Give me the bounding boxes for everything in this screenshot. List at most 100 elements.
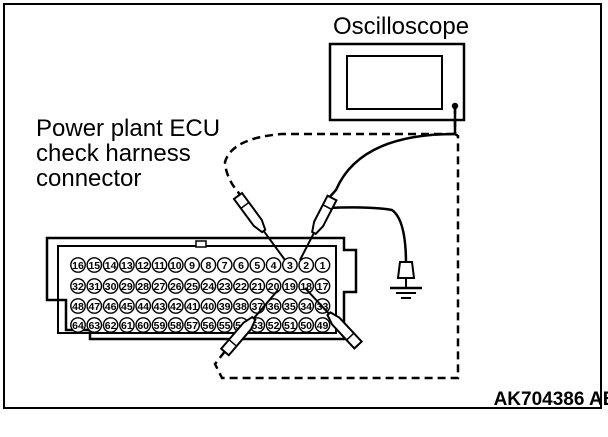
connector-pin-52: 52	[265, 317, 282, 333]
connector-pin-1: 1	[314, 257, 331, 273]
connector-pin-label: 2	[303, 260, 309, 272]
connector-pin-label: 3	[287, 260, 293, 272]
ground-wire	[326, 206, 408, 265]
probe-lower-left	[219, 289, 279, 357]
connector-pin-label: 17	[317, 281, 329, 293]
connector-pin-57: 57	[184, 317, 201, 333]
connector-pin-8: 8	[200, 257, 217, 273]
connector-pin-27: 27	[151, 278, 168, 294]
connector-pin-10: 10	[167, 257, 184, 273]
connector-pin-46: 46	[102, 298, 119, 314]
svg-text:Power plant ECU: Power plant ECU	[36, 115, 220, 142]
connector-pin-label: 10	[170, 260, 182, 272]
connector-pin-label: 39	[219, 301, 231, 313]
connector-pin-24: 24	[200, 278, 217, 294]
connector-pin-label: 52	[268, 320, 280, 332]
connector-pin-16: 16	[70, 257, 86, 273]
connector-pin-32: 32	[70, 278, 86, 294]
connector-pin-41: 41	[184, 298, 201, 314]
connector-pin-label: 15	[88, 260, 100, 272]
connector-pin-26: 26	[167, 278, 184, 294]
connector-pin-label: 41	[186, 301, 198, 313]
connector-pin-7: 7	[216, 257, 233, 273]
oscilloscope-label: Oscilloscope	[333, 13, 469, 40]
connector-pin-62: 62	[102, 317, 119, 333]
connector-pin-label: 57	[186, 320, 198, 332]
connector-pin-44: 44	[135, 298, 152, 314]
connector-pin-56: 56	[200, 317, 217, 333]
connector-pin-12: 12	[135, 257, 152, 273]
connector-pin-label: 60	[137, 320, 149, 332]
connector-pin-5: 5	[249, 257, 266, 273]
connector-pin-59: 59	[151, 317, 168, 333]
connector-pin-label: 42	[170, 301, 182, 313]
connector-pin-label: 34	[300, 301, 312, 313]
connector-pin-38: 38	[233, 298, 249, 314]
connector-pin-label: 19	[284, 281, 296, 293]
ground-symbol-icon	[390, 286, 422, 299]
connector-pin-label: 55	[219, 320, 231, 332]
connector-pin-label: 64	[72, 320, 84, 332]
connector-pin-label: 24	[203, 281, 215, 293]
connector-pin-14: 14	[102, 257, 119, 273]
probe-lower-right	[304, 287, 364, 350]
connector-pin-45: 45	[119, 298, 135, 314]
connector-pin-25: 25	[184, 278, 201, 294]
connector-pin-label: 5	[254, 260, 260, 272]
connector-pin-label: 22	[235, 281, 247, 293]
connector-pin-label: 14	[105, 260, 117, 272]
connector-pin-22: 22	[233, 278, 249, 294]
connector-pin-42: 42	[167, 298, 184, 314]
connector-pin-label: 4	[271, 260, 277, 272]
signal-wire	[326, 106, 457, 201]
figure-code: AK704386 AB	[494, 389, 608, 410]
probe-upper-right	[299, 194, 338, 261]
connector-pin-label: 11	[154, 260, 165, 272]
connector-pin-label: 23	[219, 281, 231, 293]
connector-pin-58: 58	[167, 317, 184, 333]
connector-pin-label: 1	[320, 260, 326, 272]
connector-pin-label: 25	[186, 281, 198, 293]
connector-pin-label: 51	[284, 320, 296, 332]
connector-pin-label: 9	[189, 260, 195, 272]
connector-pin-label: 58	[170, 320, 182, 332]
connector-pin-label: 20	[268, 281, 280, 293]
oscilloscope-icon	[328, 42, 466, 122]
connector-pin-label: 56	[203, 320, 215, 332]
connector-pin-30: 30	[102, 278, 119, 294]
connector-pin-4: 4	[265, 257, 282, 273]
connector-pin-label: 35	[284, 301, 296, 313]
connector-pin-label: 27	[154, 281, 166, 293]
connector-pin-19: 19	[281, 278, 298, 294]
connector-pin-label: 61	[121, 320, 133, 332]
connector-pin-label: 53	[251, 320, 263, 332]
connector-pin-20: 20	[265, 278, 282, 294]
probe-upper-left	[232, 191, 286, 261]
connector-pin-label: 50	[300, 320, 312, 332]
svg-text:connector: connector	[36, 165, 141, 192]
connector-pin-label: 30	[105, 281, 117, 293]
probe-group	[219, 191, 364, 357]
connector-pin-2: 2	[298, 257, 315, 273]
connector-pin-9: 9	[184, 257, 201, 273]
connector-pin-50: 50	[298, 317, 315, 333]
connector-pin-label: 44	[137, 301, 149, 313]
connector-pin-47: 47	[86, 298, 103, 314]
connector-pin-label: 46	[105, 301, 117, 313]
connector-pin-48: 48	[70, 298, 86, 314]
connector-pin-label: 62	[105, 320, 117, 332]
connector-pin-label: 38	[235, 301, 247, 313]
connector-pin-3: 3	[281, 257, 298, 273]
connector-pin-31: 31	[86, 278, 103, 294]
connector-pin-34: 34	[298, 298, 315, 314]
connector-pin-61: 61	[119, 317, 135, 333]
connector-pin-label: 29	[121, 281, 133, 293]
connector-pin-label: 8	[205, 260, 211, 272]
connector-pin-label: 6	[238, 260, 244, 272]
connector-pin-label: 43	[154, 301, 166, 313]
connector-pin-28: 28	[135, 278, 152, 294]
connector-pin-label: 59	[154, 320, 166, 332]
connector-pin-64: 64	[70, 317, 86, 333]
